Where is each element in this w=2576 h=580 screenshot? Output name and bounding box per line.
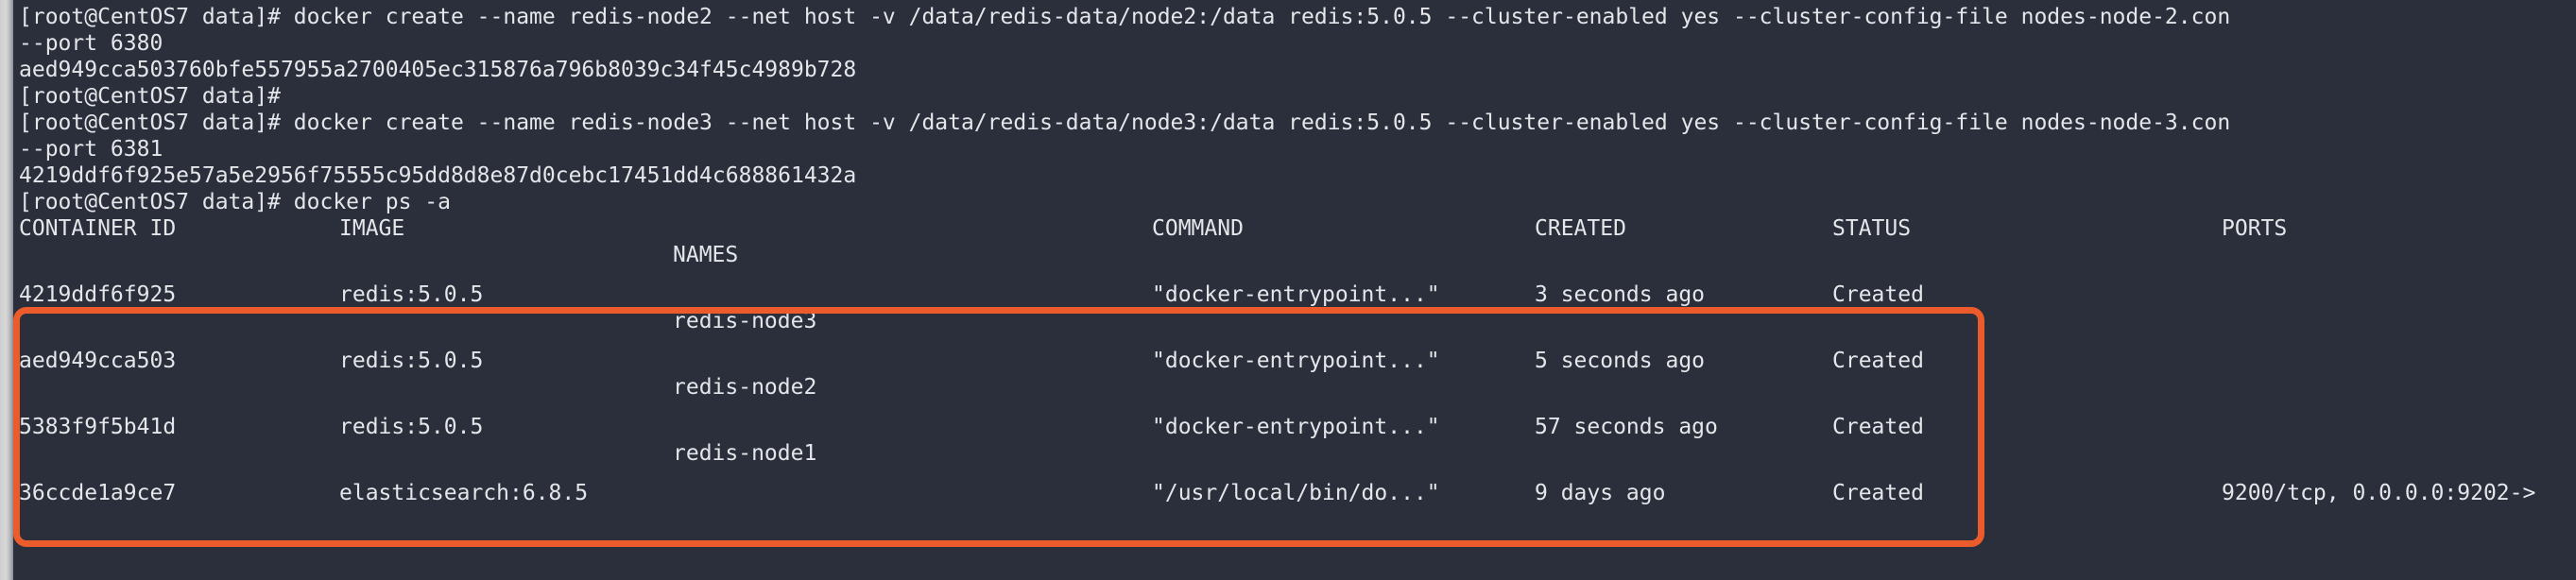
table-row[interactable]: redis:5.0.5 — [339, 415, 484, 439]
table-row[interactable]: Created — [1832, 415, 1924, 439]
table-row[interactable]: Created — [1832, 481, 1924, 505]
table-row[interactable]: Created — [1832, 349, 1924, 373]
table-row[interactable]: "docker-entrypoint..." — [1152, 415, 1440, 439]
table-header-status: STATUS — [1832, 216, 1912, 241]
table-row[interactable]: 9200/tcp, 0.0.0.0:9202-> — [2222, 481, 2536, 505]
table-row[interactable]: 57 seconds ago — [1535, 415, 1718, 439]
terminal-line-prompt-empty: [root@CentOS7 data]# — [19, 84, 281, 109]
table-header-image: IMAGE — [339, 216, 405, 241]
table-row[interactable]: redis-node1 — [673, 441, 817, 466]
terminal-line-create-node2: [root@CentOS7 data]# docker create --nam… — [19, 5, 2231, 29]
table-row[interactable]: redis:5.0.5 — [339, 282, 484, 307]
terminal-output[interactable]: [root@CentOS7 data]# docker create --nam… — [13, 0, 2576, 580]
table-row[interactable]: aed949cca503 — [19, 349, 177, 373]
table-header-names: NAMES — [673, 243, 739, 267]
table-header-command: COMMAND — [1152, 216, 1244, 241]
table-row[interactable]: elasticsearch:6.8.5 — [339, 481, 589, 505]
table-row[interactable]: "/usr/local/bin/do..." — [1152, 481, 1440, 505]
terminal-line-create-node3: [root@CentOS7 data]# docker create --nam… — [19, 111, 2231, 135]
table-row[interactable]: 36ccde1a9ce7 — [19, 481, 177, 505]
table-header-ports: PORTS — [2222, 216, 2288, 241]
table-row[interactable]: redis-node3 — [673, 309, 817, 333]
table-row[interactable]: redis-node2 — [673, 375, 817, 400]
table-row[interactable]: Created — [1832, 282, 1924, 307]
terminal-line-docker-ps: [root@CentOS7 data]# docker ps -a — [19, 190, 451, 214]
table-row[interactable]: 3 seconds ago — [1535, 282, 1706, 307]
window-scrollbar-edge[interactable] — [0, 0, 13, 580]
terminal-line-id-node2: aed949cca503760bfe557955a2700405ec315876… — [19, 58, 857, 82]
table-row[interactable]: redis:5.0.5 — [339, 349, 484, 373]
terminal-line-create-node3-cont: --port 6381 — [19, 137, 163, 162]
table-row[interactable]: 4219ddf6f925 — [19, 282, 177, 307]
table-row[interactable]: 9 days ago — [1535, 481, 1666, 505]
table-header-created: CREATED — [1535, 216, 1626, 241]
terminal-line-id-node3: 4219ddf6f925e57a5e2956f75555c95dd8d8e87d… — [19, 163, 857, 188]
terminal-line-create-node2-cont: --port 6380 — [19, 31, 163, 56]
table-row[interactable]: 5383f9f5b41d — [19, 415, 177, 439]
table-row[interactable]: "docker-entrypoint..." — [1152, 282, 1440, 307]
table-header-container-id: CONTAINER ID — [19, 216, 177, 241]
table-row[interactable]: "docker-entrypoint..." — [1152, 349, 1440, 373]
table-row[interactable]: 5 seconds ago — [1535, 349, 1706, 373]
